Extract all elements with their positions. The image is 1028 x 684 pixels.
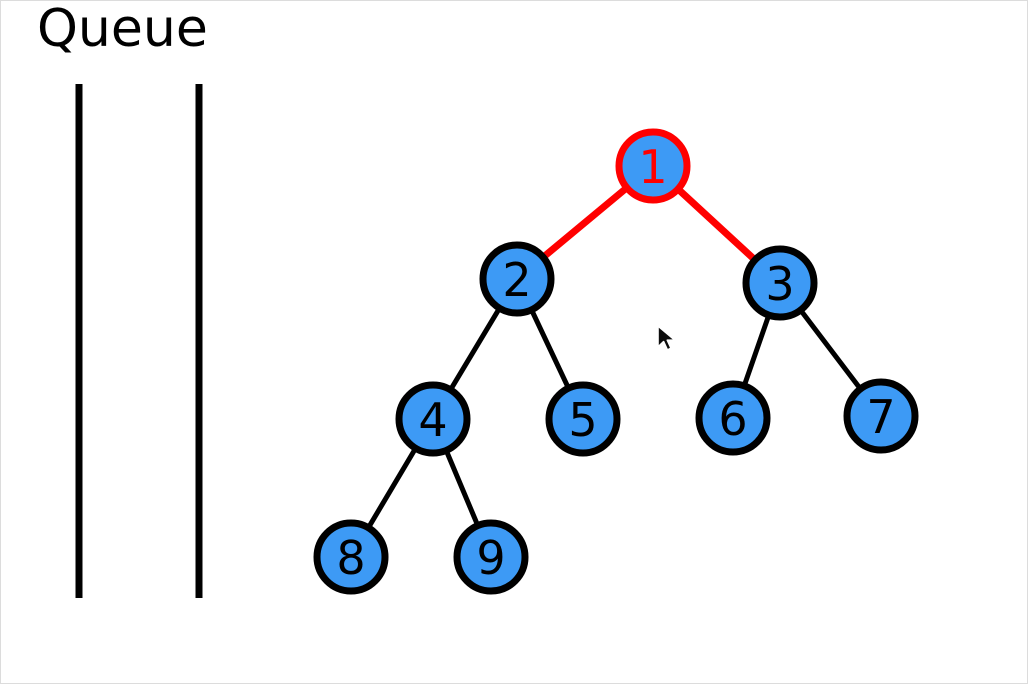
tree-node-3[interactable]: 3: [742, 245, 818, 321]
tree-node-label-1: 1: [638, 140, 667, 194]
tree-node-label-4: 4: [418, 393, 447, 447]
tree-node-circle-7: [843, 378, 919, 454]
tree-node-circle-6: [695, 380, 771, 456]
tree-nodes-group: 1 2 3 4 5 6 7 8 9: [313, 128, 919, 595]
tree-node-circle-3: [742, 245, 818, 321]
tree-node-5[interactable]: 5: [545, 381, 621, 457]
tree-node-label-7: 7: [866, 390, 895, 444]
tree-node-circle-4: [395, 381, 471, 457]
tree-node-label-9: 9: [476, 531, 505, 585]
tree-node-9[interactable]: 9: [453, 519, 529, 595]
tree-node-circle-5: [545, 381, 621, 457]
queue-title: Queue: [37, 0, 208, 59]
tree-node-label-8: 8: [336, 531, 365, 585]
tree-node-circle-8: [313, 519, 389, 595]
tree-node-1[interactable]: 1: [615, 128, 691, 204]
queue-rails-group: [75, 84, 203, 598]
tree-node-circle-1: [615, 128, 691, 204]
tree-node-2[interactable]: 2: [479, 241, 555, 317]
tree-node-6[interactable]: 6: [695, 380, 771, 456]
tree-node-circle-2: [479, 241, 555, 317]
tree-node-circle-9: [453, 519, 529, 595]
tree-node-label-5: 5: [568, 393, 597, 447]
tree-edges-group: [348, 162, 884, 560]
tree-node-4[interactable]: 4: [395, 381, 471, 457]
tree-node-label-3: 3: [765, 257, 794, 311]
tree-node-8[interactable]: 8: [313, 519, 389, 595]
tree-node-label-6: 6: [718, 392, 747, 446]
tree-node-7[interactable]: 7: [843, 378, 919, 454]
tree-node-label-2: 2: [502, 253, 531, 307]
